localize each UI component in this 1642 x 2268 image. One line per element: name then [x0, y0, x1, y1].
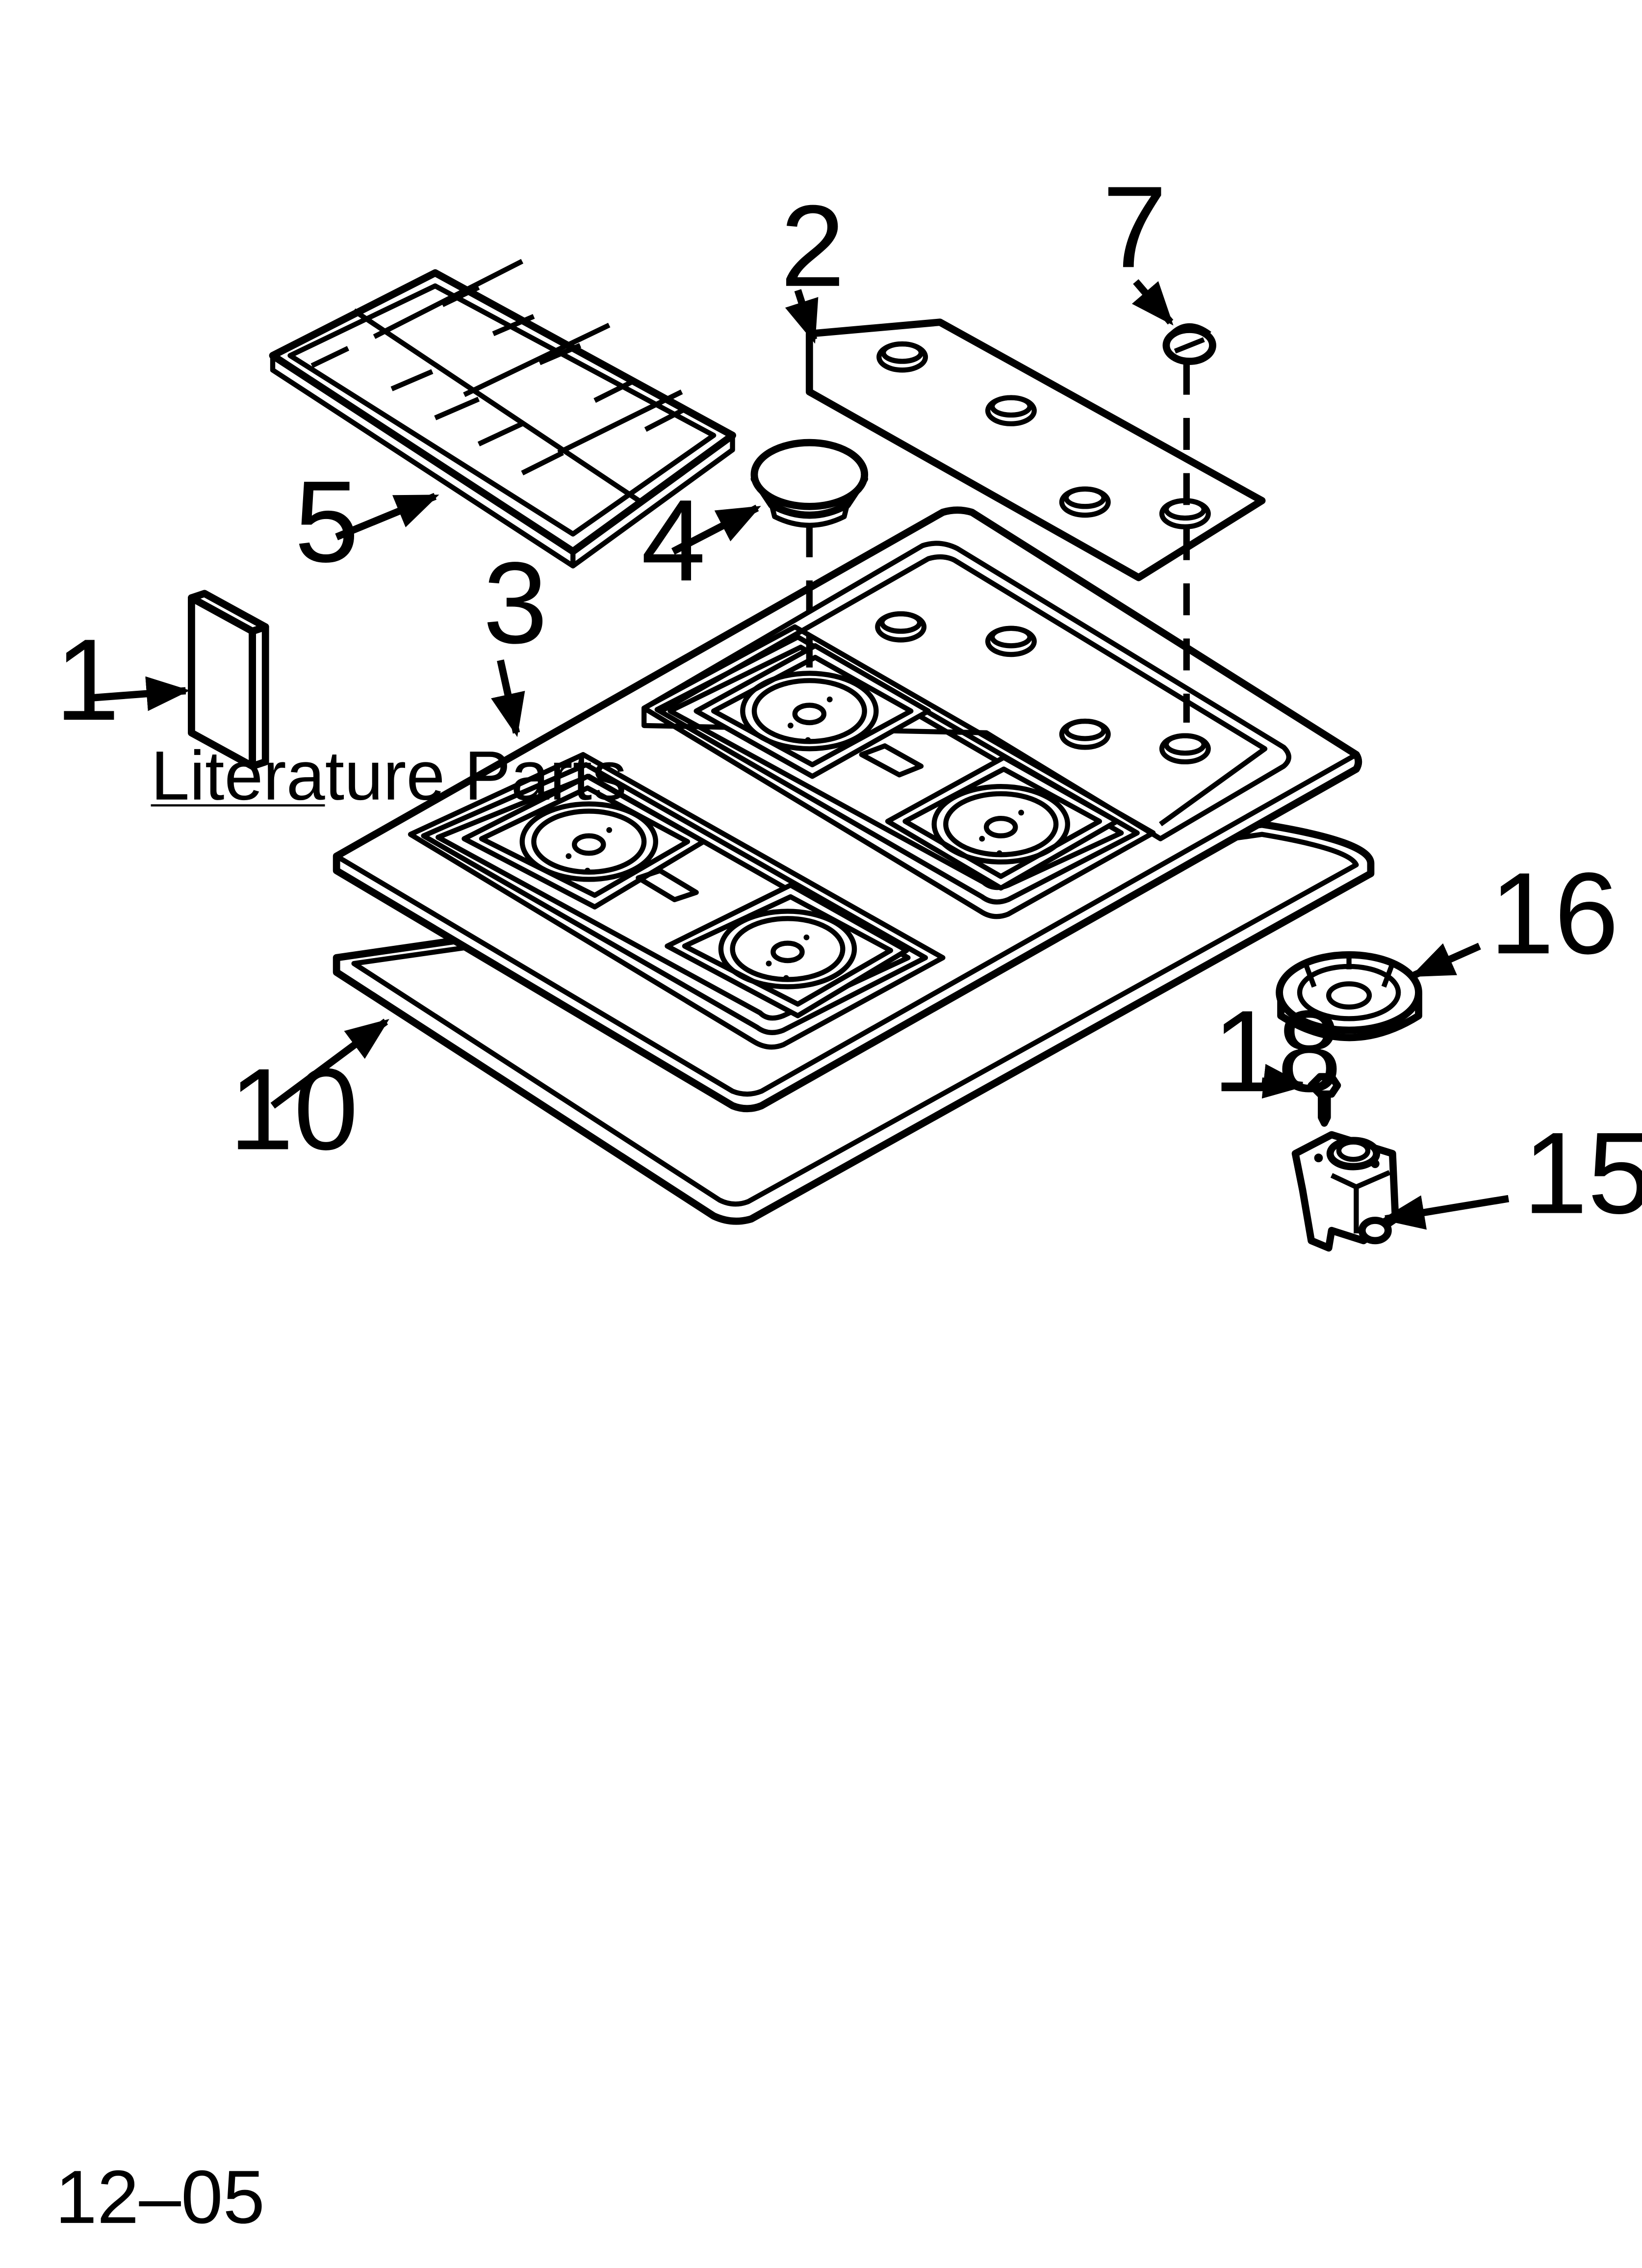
leader-5: [335, 493, 439, 541]
burner-head-part: [1276, 951, 1422, 1042]
control-knob-part: [1162, 323, 1216, 365]
leader-16: [1410, 942, 1481, 979]
date-code: 12–05: [55, 2155, 265, 2239]
callout-7: 7: [1103, 162, 1167, 292]
screw-part: [1308, 1073, 1341, 1127]
callout-4: 4: [641, 476, 706, 605]
callout-16: 16: [1489, 849, 1618, 978]
crossover-channel-right: [859, 743, 924, 778]
leader-18: [1261, 1064, 1307, 1099]
callout-18: 18: [1213, 987, 1342, 1116]
literature-parts-label: Literature Parts: [151, 737, 627, 815]
leader-15: [1381, 1195, 1510, 1230]
control-panel-overlay-part: [805, 318, 1266, 581]
valve-bracket-part: [1291, 1131, 1399, 1252]
burner-base-right-rear: [693, 643, 931, 779]
leader-1: [89, 676, 190, 711]
callout-15: 15: [1523, 1109, 1642, 1238]
callout-1: 1: [55, 615, 120, 745]
callout-5: 5: [294, 457, 359, 587]
literature-booklet-part: [188, 590, 269, 770]
leader-10: [270, 1018, 389, 1109]
leader-4: [671, 504, 761, 555]
burner-grate-part: [269, 259, 736, 569]
leader-7: [1131, 279, 1174, 326]
callout-2: 2: [780, 182, 845, 311]
callout-3: 3: [483, 538, 548, 668]
burner-base-left-front: [665, 883, 909, 1018]
callout-10: 10: [229, 1045, 358, 1174]
leader-2: [785, 289, 819, 344]
burner-base-right-front: [885, 755, 1120, 891]
crossover-channel-left: [636, 868, 699, 903]
leader-3: [491, 659, 525, 737]
burner-cap-part: [750, 439, 869, 528]
